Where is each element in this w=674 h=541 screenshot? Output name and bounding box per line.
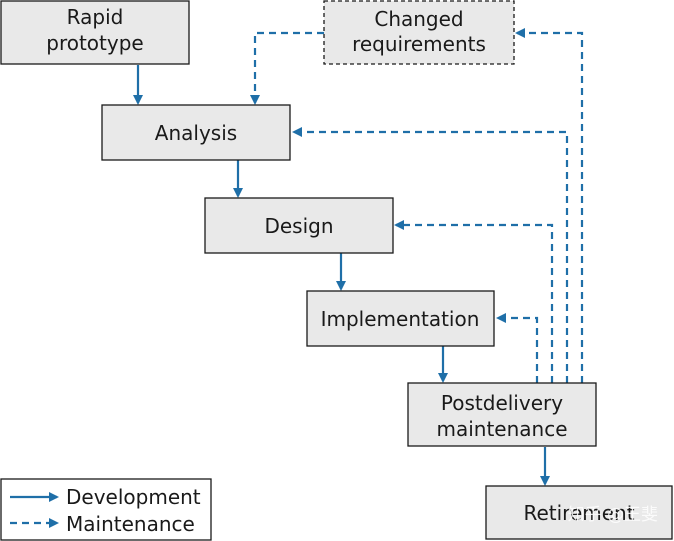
node-rapid-prototype: Rapid prototype [0, 0, 190, 65]
node-label: Rapid [67, 5, 124, 29]
node-retirement: Retirement 知乎 @王斐 [485, 485, 673, 540]
legend-development-label: Development [66, 485, 201, 509]
node-label: Analysis [155, 121, 237, 145]
edge-postdelivery-to-implementation [496, 313, 539, 383]
edge-postdelivery-to-design [394, 220, 554, 383]
legend: Development Maintenance [0, 478, 212, 541]
node-label: Changed [374, 7, 463, 31]
node-changed-requirements: Changed requirements [323, 0, 515, 65]
node-design: Design [204, 197, 394, 254]
development-edges [133, 65, 550, 486]
edge-postdelivery-to-changed-requirements [515, 28, 584, 383]
edge-postdelivery-to-analysis [292, 127, 569, 383]
maintenance-edges [250, 28, 584, 383]
edge-changed-requirements-to-analysis [250, 31, 324, 105]
node-postdelivery-maintenance: Postdelivery maintenance [407, 382, 597, 447]
watermark: 知乎 @王斐 [568, 505, 658, 525]
node-implementation: Implementation [306, 290, 495, 347]
node-label: Postdelivery [441, 391, 563, 415]
legend-maintenance-label: Maintenance [66, 512, 195, 536]
node-label: requirements [352, 32, 486, 56]
node-analysis: Analysis [101, 104, 291, 161]
node-label: Retirement [523, 501, 634, 525]
node-label: prototype [46, 31, 143, 55]
node-label: Implementation [321, 307, 480, 331]
node-label: Design [264, 214, 333, 238]
node-label: maintenance [436, 417, 567, 441]
